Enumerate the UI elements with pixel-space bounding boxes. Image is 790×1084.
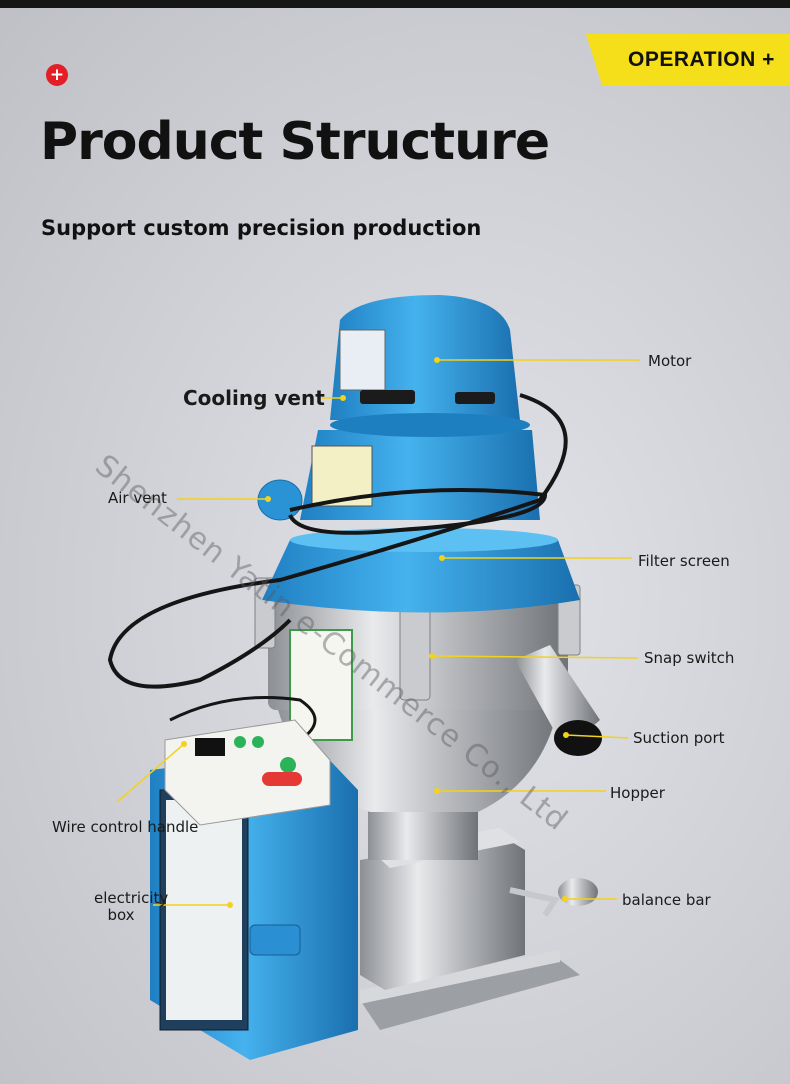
leader-dots xyxy=(181,357,569,908)
label-balance-bar: balance bar xyxy=(622,891,711,909)
label-electricity-box-line2: box xyxy=(107,906,135,924)
motor-housing xyxy=(330,295,530,437)
label-filter-screen: Filter screen xyxy=(638,552,730,570)
label-motor: Motor xyxy=(648,352,692,370)
label-electricity-box: electricity box xyxy=(94,890,168,924)
label-hopper: Hopper xyxy=(610,784,665,802)
power-cable xyxy=(107,393,568,689)
base-plate xyxy=(360,950,580,1030)
plus-icon: + xyxy=(46,64,68,86)
label-air-vent: Air vent xyxy=(108,489,167,507)
page-subtitle: Support custom precision production xyxy=(41,216,482,240)
label-electricity-box-line1: electricity xyxy=(94,889,169,907)
hopper-label-plate xyxy=(289,629,353,741)
leader-lines xyxy=(116,359,640,906)
label-snap-switch: Snap switch xyxy=(644,649,735,667)
operation-badge[interactable] xyxy=(586,34,790,86)
page-title: Product Structure xyxy=(40,112,550,172)
label-wire-control-handle: Wire control handle xyxy=(52,818,199,836)
electricity-box xyxy=(150,750,358,1060)
label-suction-port: Suction port xyxy=(633,729,725,747)
air-vent-pipe xyxy=(257,479,303,521)
wire-control-handle xyxy=(164,719,331,826)
operation-badge-label[interactable]: OPERATION + xyxy=(628,48,775,71)
label-cooling-vent: Cooling vent xyxy=(183,386,325,410)
top-bar xyxy=(0,0,790,8)
suction-port xyxy=(515,645,602,756)
